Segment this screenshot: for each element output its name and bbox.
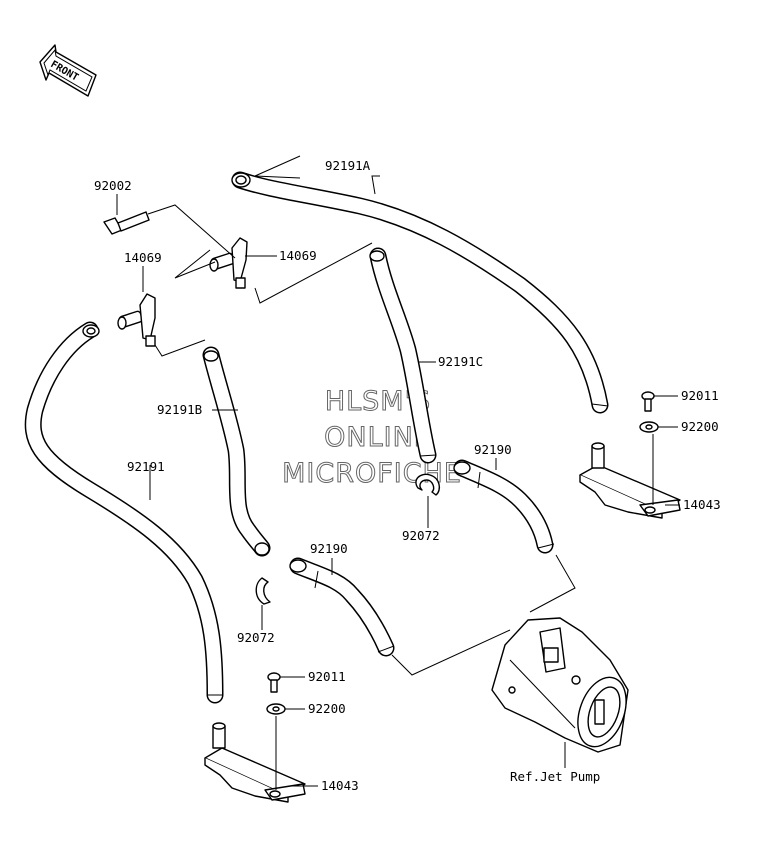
label-92011-top: 92011 [681, 388, 719, 403]
watermark: HLSM'S ONLINE MICROFICHE [282, 386, 462, 490]
leader-lines [116, 155, 680, 790]
label-92072-mid: 92072 [402, 528, 440, 543]
label-92072-left: 92072 [237, 630, 275, 645]
label-ref-jet-pump: Ref.Jet Pump [510, 769, 600, 784]
label-92191C: 92191C [438, 354, 483, 369]
bolt-92002 [103, 211, 150, 235]
label-14069-left: 14069 [124, 250, 162, 265]
screw-92011-top [641, 391, 655, 412]
label-92200-top: 92200 [681, 419, 719, 434]
screw-92011-bottom [267, 672, 281, 693]
label-14069-right: 14069 [279, 248, 317, 263]
clamp-92072-left [255, 577, 271, 605]
label-92200-bottom: 92200 [308, 701, 346, 716]
label-92002: 92002 [94, 178, 132, 193]
sensor-14069-upper [209, 237, 248, 289]
sensor-14069-lower [117, 293, 156, 347]
label-92190-mid: 92190 [310, 541, 348, 556]
label-14043-bottom: 14043 [321, 778, 359, 793]
bracket-14043-top [579, 442, 681, 519]
bracket-14043-bottom [204, 722, 306, 803]
hose-92191B [202, 346, 271, 557]
hose-92191A [231, 171, 609, 414]
label-14043-top: 14043 [683, 497, 721, 512]
clamp-92072-mid [415, 473, 441, 496]
label-92011-bottom: 92011 [308, 669, 346, 684]
label-92191: 92191 [127, 459, 165, 474]
label-92190-right: 92190 [474, 442, 512, 457]
hose-92191C [369, 247, 437, 464]
label-92191B: 92191B [157, 402, 202, 417]
hose-92191 [24, 321, 224, 704]
jet-pump [491, 617, 629, 753]
label-92191A: 92191A [325, 158, 371, 173]
part-labels: 92191A 92002 14069 14069 92191C 92191B 9… [94, 158, 721, 793]
washer-92200-bottom [266, 703, 286, 715]
washer-92200-top [639, 421, 659, 433]
watermark-line-3: MICROFICHE [282, 458, 462, 489]
hose-92190-right [453, 459, 555, 554]
watermark-line-2: ONLINE [324, 422, 432, 453]
hose-92190-mid [289, 557, 395, 657]
front-arrow-icon: FRONT [39, 44, 97, 97]
